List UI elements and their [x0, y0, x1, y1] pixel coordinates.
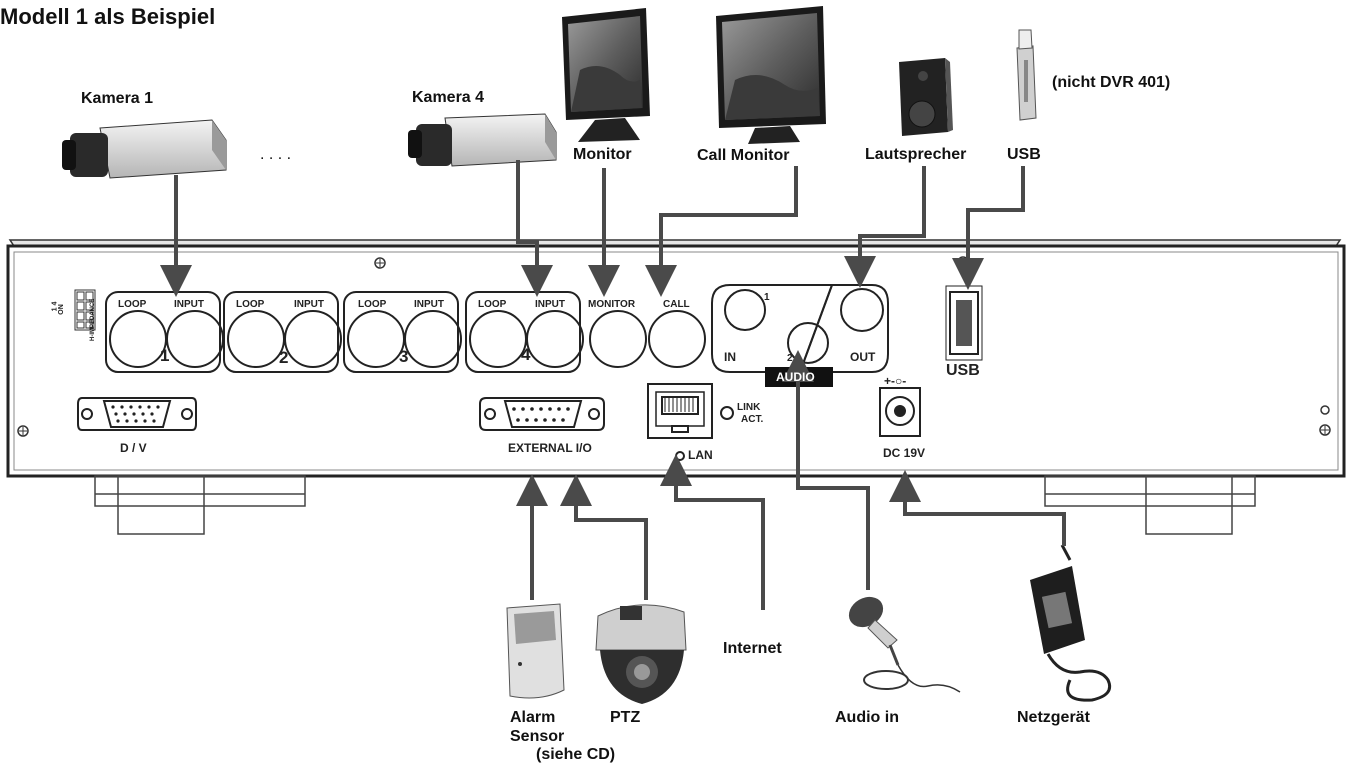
alarm-sensor-icon — [506, 603, 565, 699]
usb-stick-icon — [1016, 29, 1037, 121]
channel-number-3: 3 — [399, 347, 409, 366]
camera-4-icon — [408, 113, 557, 167]
audio-in-label: IN — [724, 350, 736, 364]
usb-port-label: USB — [946, 362, 980, 379]
dip-range-label: 1 4 — [51, 301, 59, 312]
screw-icon — [374, 257, 386, 269]
line-camera-4 — [516, 160, 553, 297]
port-label-monitor: MONITOR — [588, 299, 636, 310]
page-title: Modell 1 als Beispiel — [0, 4, 216, 29]
ptz-camera-icon — [595, 604, 687, 704]
channel-number-2: 2 — [279, 348, 289, 367]
line-call-monitor — [645, 166, 798, 297]
label-camera-1: Kamera 1 — [81, 90, 154, 107]
dip-impedance-label: H-IMPEDANCE — [90, 298, 96, 341]
port-label-input-3: INPUT — [414, 299, 444, 310]
line-ptz — [560, 474, 648, 600]
port-label-call: CALL — [663, 299, 690, 310]
channel-number-4: 4 — [521, 345, 531, 364]
label-alarm-line2: Sensor — [510, 728, 565, 745]
link-label: LINK — [737, 402, 761, 413]
lan-label: LAN — [688, 448, 713, 462]
label-usb: USB — [1007, 146, 1041, 163]
polarity-label: +-○- — [884, 374, 907, 388]
audio-port-2: 2 — [787, 353, 793, 364]
call-monitor-icon — [716, 6, 826, 144]
line-speaker — [844, 166, 926, 288]
label-camera-4: Kamera 4 — [412, 89, 485, 106]
port-label-loop-4: LOOP — [478, 299, 507, 310]
line-power-supply — [889, 470, 1066, 546]
monitor-icon — [562, 8, 650, 142]
audio-port-1: 1 — [764, 292, 770, 303]
label-ptz: PTZ — [610, 709, 641, 726]
label-call-monitor: Call Monitor — [697, 147, 790, 164]
label-alarm-note: (siehe CD) — [536, 746, 616, 763]
microphone-icon — [848, 596, 961, 693]
screw-icon — [1319, 424, 1331, 436]
label-power-supply: Netzgerät — [1017, 709, 1090, 726]
line-audio-in — [782, 350, 870, 590]
panel-outline — [6, 244, 1346, 478]
dc-label: DC 19V — [883, 446, 926, 460]
label-audio-in: Audio in — [835, 709, 899, 726]
connection-lines — [160, 160, 1066, 610]
bnc-group-3 — [343, 291, 462, 373]
lan-port — [647, 383, 734, 461]
bnc-monitor-call — [589, 310, 706, 368]
label-speaker: Lautsprecher — [865, 146, 967, 163]
power-supply-icon — [1030, 544, 1112, 702]
vga-connector — [77, 397, 197, 431]
external-io-label: EXTERNAL I/O — [508, 441, 592, 455]
port-label-loop-1: LOOP — [118, 299, 147, 310]
dv-label: D / V — [120, 441, 147, 455]
label-ellipsis: . . . . — [260, 146, 292, 163]
vga-pins — [111, 405, 160, 423]
line-internet — [660, 454, 765, 610]
audio-badge-text: AUDIO — [776, 370, 815, 384]
channel-number-1: 1 — [160, 346, 170, 365]
line-usb — [952, 166, 1025, 290]
label-usb-note: (nicht DVR 401) — [1052, 74, 1171, 91]
dip-switch — [74, 289, 96, 331]
audio-out-label: OUT — [850, 350, 876, 364]
screw-icon — [17, 425, 29, 437]
external-io-pins — [512, 407, 570, 422]
label-internet: Internet — [723, 640, 782, 657]
act-label: ACT. — [741, 414, 764, 425]
dip-on-label: ON — [57, 304, 65, 315]
label-alarm-line1: Alarm — [510, 709, 556, 726]
screw-icon — [1320, 405, 1330, 415]
external-io-connector — [479, 397, 605, 431]
port-label-input-1: INPUT — [174, 299, 204, 310]
bnc-group-2 — [223, 291, 342, 373]
dc-jack — [879, 387, 921, 437]
speaker-icon — [899, 58, 953, 136]
port-label-loop-3: LOOP — [358, 299, 387, 310]
camera-1-icon — [62, 119, 227, 179]
port-label-input-2: INPUT — [294, 299, 324, 310]
port-label-loop-2: LOOP — [236, 299, 265, 310]
port-label-input-4: INPUT — [535, 299, 565, 310]
label-monitor: Monitor — [573, 146, 632, 163]
